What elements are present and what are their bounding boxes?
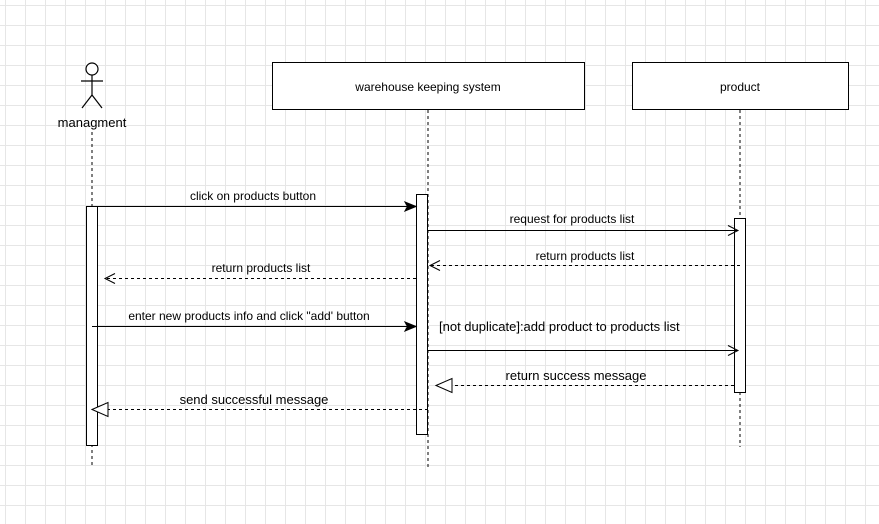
open-arrowhead-icon <box>727 225 740 236</box>
open-arrowhead-icon <box>103 273 116 284</box>
actor-label: managment <box>58 115 127 130</box>
message-label: return products list <box>536 249 635 263</box>
message-return-products-list-to-system[interactable]: return products list <box>428 249 740 271</box>
participant-product[interactable]: product <box>632 62 849 110</box>
message-label: [not duplicate]:add product to products … <box>439 319 680 334</box>
message-label: click on products button <box>190 189 316 203</box>
actor-management[interactable]: managment <box>58 62 127 130</box>
message-click-products-button[interactable]: click on products button <box>98 189 418 213</box>
filled-arrowhead-icon <box>403 200 418 213</box>
message-label: request for products list <box>510 212 635 226</box>
message-label: enter new products info and click "add' … <box>128 309 369 323</box>
open-arrowhead-icon <box>727 345 740 356</box>
message-enter-new-products-info[interactable]: enter new products info and click "add' … <box>92 309 418 333</box>
message-return-products-list-to-management[interactable]: return products list <box>103 261 416 284</box>
activation-bar-product[interactable] <box>734 218 746 393</box>
hollow-triangle-arrowhead-icon <box>434 377 453 394</box>
open-arrowhead-icon <box>428 260 441 271</box>
stick-figure-icon <box>81 62 103 109</box>
participant-label: product <box>720 80 761 94</box>
message-label: return products list <box>212 261 311 275</box>
hollow-triangle-arrowhead-icon <box>90 401 109 418</box>
message-request-products-list[interactable]: request for products list <box>428 212 740 236</box>
message-add-product[interactable]: [not duplicate]:add product to products … <box>428 319 740 356</box>
activation-bar-system[interactable] <box>416 194 428 435</box>
message-label: send successful message <box>180 392 329 407</box>
participant-system[interactable]: warehouse keeping system <box>272 62 585 110</box>
message-label: return success message <box>506 368 647 383</box>
message-send-successful[interactable]: send successful message <box>90 392 428 418</box>
participant-label: warehouse keeping system <box>354 80 500 94</box>
filled-arrowhead-icon <box>403 320 418 333</box>
message-return-success[interactable]: return success message <box>434 368 734 394</box>
